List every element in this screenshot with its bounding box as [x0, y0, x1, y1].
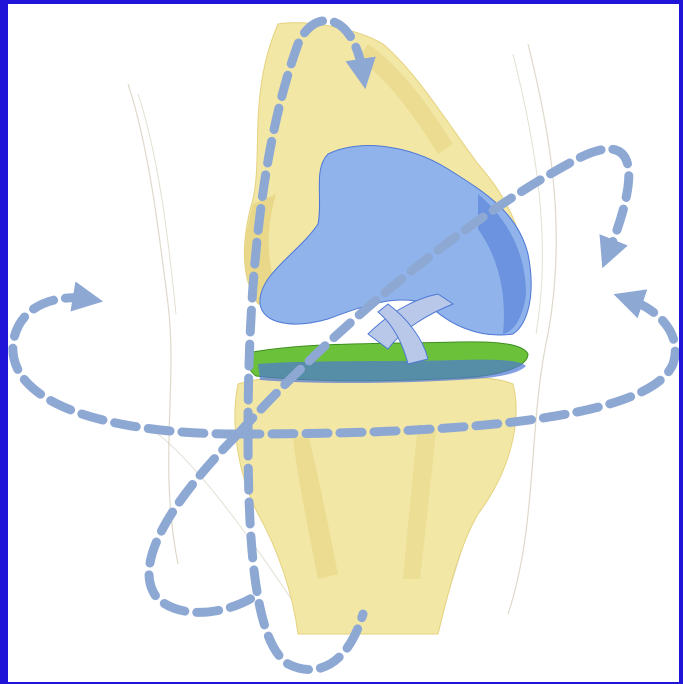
- horizontal-axis-arrow: [13, 298, 238, 434]
- tibia: [235, 376, 516, 634]
- knee-joint-illustration: [8, 4, 679, 682]
